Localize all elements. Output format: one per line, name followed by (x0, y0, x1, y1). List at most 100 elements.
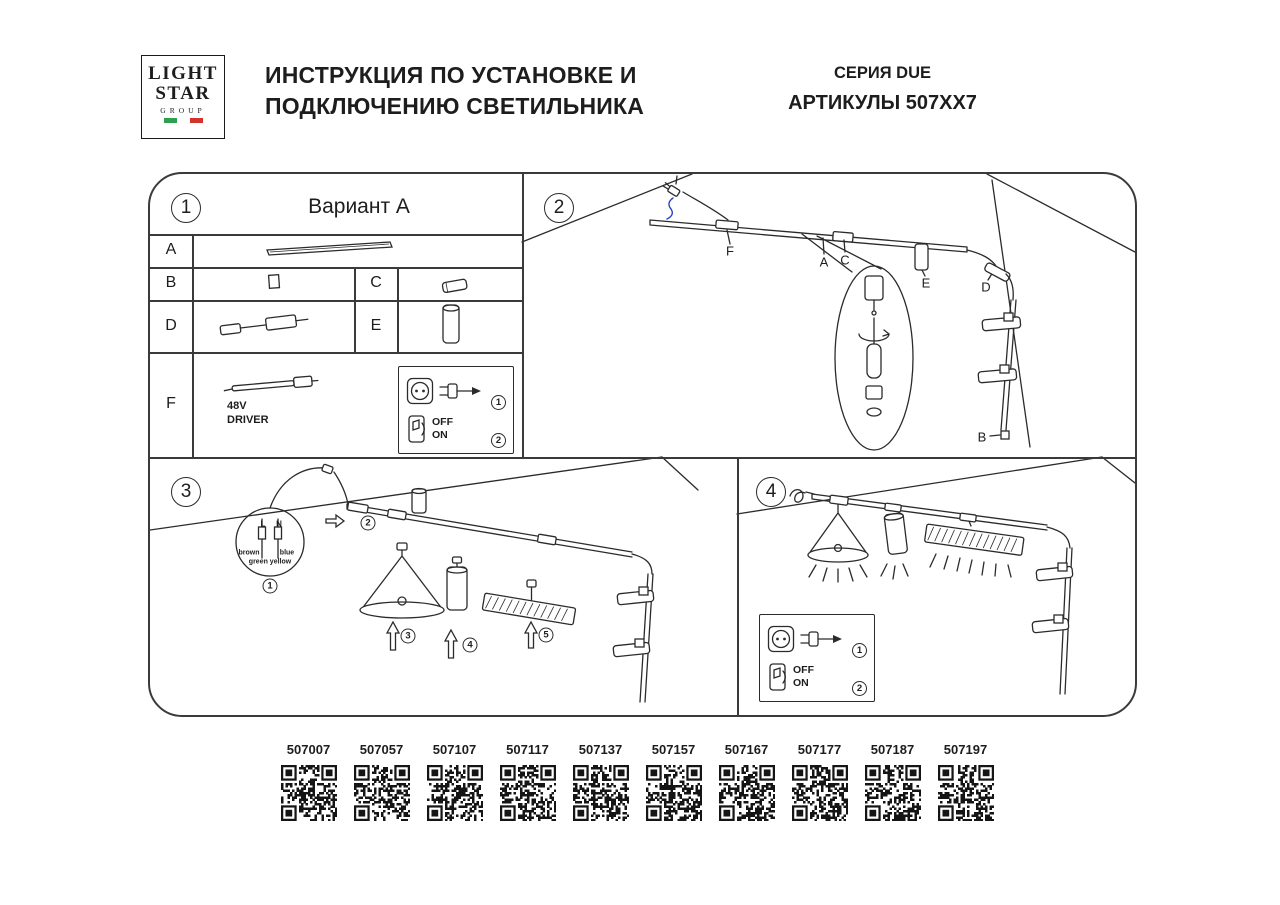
article-number: 507117 (506, 742, 549, 757)
step-badge-1: 1 (262, 578, 278, 594)
wire-label-brown: brown (238, 549, 260, 557)
light-rays (929, 553, 1012, 578)
qr-code (572, 765, 629, 821)
qr-code (353, 765, 410, 821)
article-item: 507117 (498, 742, 557, 826)
step-2-badge: 2 (544, 193, 574, 223)
part-label-b: B (165, 274, 177, 291)
qr-code (280, 765, 337, 821)
step-3-badge: 3 (171, 477, 201, 507)
series-name: СЕРИЯ DUE (833, 64, 932, 82)
qr-code (864, 765, 921, 821)
divider (522, 174, 524, 457)
suspension-kit-icon (219, 314, 309, 336)
series-info: СЕРИЯ DUE АРТИКУЛЫ 507XX7 (770, 64, 995, 115)
article-item: 507177 (790, 742, 849, 826)
article-item: 507167 (717, 742, 776, 826)
article-number: 507177 (797, 742, 842, 757)
article-item: 507137 (571, 742, 630, 826)
cone-lamp (360, 549, 444, 611)
wire-label-l: L (260, 519, 266, 529)
switch-icon (769, 663, 786, 691)
socket-icon (767, 625, 795, 653)
section3-diagram (150, 456, 699, 703)
section4-diagram (736, 456, 1135, 695)
end-cap-part (1000, 430, 1010, 440)
linear-lamp (924, 523, 1025, 556)
track-bar-icon (266, 241, 393, 256)
step-1-badge: 1 (171, 193, 201, 223)
blue-wire (666, 197, 674, 220)
instruction-panel: 1 Вариант А A B C D E F 48V DRIVER (148, 172, 1137, 717)
power-connection-box: 1 OFF ON 2 (398, 366, 514, 454)
suspension-part (914, 243, 929, 271)
article-item: 507007 (279, 742, 338, 826)
plug-in-step: 1 (406, 372, 506, 410)
table-line (397, 267, 399, 352)
plug-arrow-icon (800, 631, 842, 647)
part-label-e: E (370, 317, 382, 334)
connector-icon (441, 278, 468, 294)
section2-diagram (521, 174, 1135, 451)
qr-code (499, 765, 556, 821)
part-label-f: F (166, 395, 176, 412)
article-number: 507007 (286, 742, 331, 757)
diagram-art (150, 174, 1135, 703)
article-number: 507057 (359, 742, 404, 757)
step-badge-4: 4 (462, 637, 478, 653)
step-badge: 2 (491, 433, 506, 448)
article-item: 507057 (352, 742, 411, 826)
title-line-1: ИНСТРУКЦИЯ ПО УСТАНОВКЕ И (265, 62, 637, 88)
article-item: 507107 (425, 742, 484, 826)
lightstar-logo: LIGHT STAR GROUP (141, 55, 225, 139)
power-cord-coil (789, 488, 806, 503)
table-line (150, 352, 522, 354)
step-badge-3: 3 (400, 628, 416, 644)
switch-icon (408, 415, 425, 443)
light-rays (880, 563, 909, 580)
power-plug-icon (662, 182, 681, 197)
up-arrow-icon (523, 620, 539, 649)
ref-label-c: C (840, 252, 850, 268)
cone-lamp (807, 503, 869, 556)
wire-label-blue: blue (279, 549, 295, 557)
article-item: 507197 (936, 742, 995, 826)
article-qr-list: 507007 507057 507107 507117 507137 507157 5071… (279, 742, 995, 826)
table-line (150, 300, 522, 302)
qr-code (937, 765, 994, 821)
qr-code (718, 765, 775, 821)
switch-on-step: OFF ON 2 (767, 658, 867, 696)
article-item: 507157 (644, 742, 703, 826)
switch-on-step: OFF ON 2 (406, 410, 506, 448)
divider (150, 457, 1135, 459)
article-number: 507167 (724, 742, 769, 757)
article-item: 507187 (863, 742, 922, 826)
part-label-d: D (165, 317, 177, 334)
step-badge-5: 5 (538, 627, 554, 643)
socket-icon (406, 377, 434, 405)
step-badge-2: 2 (360, 515, 376, 531)
insert-arrow-icon (325, 513, 346, 529)
part-icons (219, 241, 468, 392)
linear-lamp (481, 592, 577, 626)
series-articles: АРТИКУЛЫ 507XX7 (788, 92, 977, 114)
wire-label-green-yellow: green yellow (248, 558, 292, 566)
step-badge: 2 (852, 681, 867, 696)
table-line (192, 234, 194, 457)
italy-flag-icon (142, 117, 224, 123)
ref-label-d: D (981, 279, 991, 295)
screw-icon (871, 310, 877, 316)
ref-label-b: B (977, 429, 987, 445)
wire-label-n: N (276, 519, 282, 529)
switch-labels: OFF ON (793, 663, 814, 689)
end-cap-icon (267, 273, 281, 290)
page-title: ИНСТРУКЦИЯ ПО УСТАНОВКЕ И ПОДКЛЮЧЕНИЮ СВ… (265, 60, 644, 121)
divider (737, 457, 739, 715)
table-line (150, 234, 522, 236)
article-number: 507157 (651, 742, 696, 757)
power-connection-box: 1 OFF ON 2 (759, 614, 875, 702)
part-label-a: A (165, 241, 177, 258)
article-number: 507107 (432, 742, 477, 757)
part-label-c: C (370, 274, 382, 291)
